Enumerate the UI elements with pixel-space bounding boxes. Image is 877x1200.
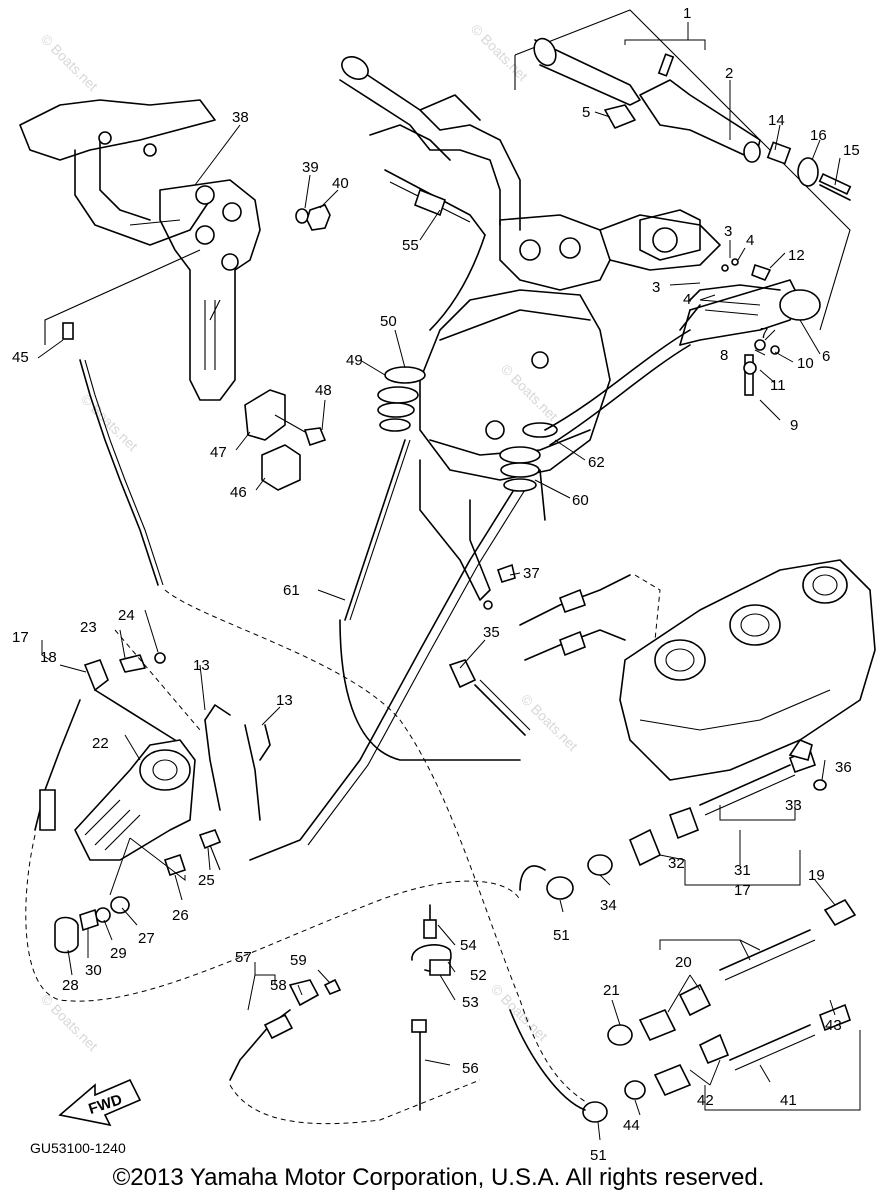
clip-set: [411, 904, 452, 1111]
callout-labels: 1 2 5 14 16 15 38 39 40 3 4 12 3 4 7 6 8…: [12, 5, 860, 1164]
callout-18: 18: [40, 649, 57, 666]
throttle-cable: [62, 322, 601, 1111]
callout-16: 16: [810, 127, 827, 144]
callout-41: 41: [780, 1092, 797, 1109]
pedal-assembly: [19, 99, 261, 401]
callout-9: 9: [790, 417, 798, 434]
callout-27: 27: [138, 930, 155, 947]
callout-51b: 51: [590, 1147, 607, 1164]
callout-11: 11: [770, 377, 786, 394]
callout-17a: 17: [12, 629, 29, 646]
callout-20: 20: [675, 954, 692, 971]
callout-47: 47: [210, 444, 227, 461]
callout-4a: 4: [746, 232, 754, 249]
callout-61: 61: [283, 582, 300, 599]
callout-25: 25: [198, 872, 215, 889]
callout-13b: 13: [276, 692, 293, 709]
watermark: © Boats.net: [518, 691, 581, 754]
callout-2: 2: [725, 65, 733, 82]
watermark: © Boats.net: [488, 981, 551, 1044]
callout-3a: 3: [724, 223, 732, 240]
callout-46: 46: [230, 484, 247, 501]
callout-33: 33: [785, 797, 802, 814]
washer-nut: [295, 204, 331, 231]
callout-34: 34: [600, 897, 617, 914]
carburetor-assembly: [519, 559, 876, 781]
callout-50: 50: [380, 313, 397, 330]
callout-51a: 51: [553, 927, 570, 944]
callout-13a: 13: [193, 657, 210, 674]
callout-37: 37: [523, 565, 540, 582]
throttle-lever: [639, 209, 821, 396]
choke-cable: [339, 169, 521, 761]
sensor-assembly: [229, 978, 481, 1125]
callout-56: 56: [462, 1060, 479, 1077]
callout-48: 48: [315, 382, 332, 399]
steering-cable: [249, 329, 691, 861]
leader-lines: [37, 22, 861, 1141]
callout-35: 35: [483, 624, 500, 641]
callout-1: 1: [683, 5, 691, 22]
control-bracket: [34, 652, 196, 861]
callout-30: 30: [85, 962, 102, 979]
callout-19: 19: [808, 867, 825, 884]
callout-24: 24: [118, 607, 135, 624]
callout-15: 15: [843, 142, 860, 159]
callout-45: 45: [12, 349, 29, 366]
bracket-set: [244, 389, 327, 491]
lower-cable-set: [509, 739, 857, 1123]
left-grip: [533, 37, 852, 201]
callout-3b: 3: [652, 279, 660, 296]
callout-38: 38: [232, 109, 249, 126]
callout-42: 42: [697, 1092, 714, 1109]
callout-29: 29: [110, 945, 127, 962]
callout-49: 49: [346, 352, 363, 369]
callout-60: 60: [572, 492, 589, 509]
handlebar-assembly: [339, 9, 851, 601]
callout-28: 28: [62, 977, 79, 994]
callout-23: 23: [80, 619, 97, 636]
callout-7: 7: [760, 325, 768, 342]
reference-code: GU53100-1240: [30, 1140, 126, 1156]
callout-54: 54: [460, 937, 477, 954]
callout-26: 26: [172, 907, 189, 924]
callout-12: 12: [788, 247, 805, 264]
callout-36: 36: [835, 759, 852, 776]
watermark: © Boats.net: [78, 391, 141, 454]
callout-4b: 4: [683, 291, 691, 308]
callout-58: 58: [270, 977, 287, 994]
watermark: © Boats.net: [38, 31, 101, 94]
cable-end-parts: [448, 563, 531, 736]
callout-10: 10: [797, 355, 814, 372]
watermark: © Boats.net: [498, 361, 561, 424]
fastener-set: [54, 829, 222, 954]
callout-62: 62: [588, 454, 605, 471]
callout-43: 43: [825, 1017, 842, 1034]
callout-17b: 17: [734, 882, 751, 899]
callout-8: 8: [720, 347, 728, 364]
callout-57: 57: [235, 949, 252, 966]
callout-53: 53: [462, 994, 479, 1011]
callout-14: 14: [768, 112, 785, 129]
callout-22: 22: [92, 735, 109, 752]
callout-31: 31: [734, 862, 751, 879]
callout-52: 52: [470, 967, 487, 984]
callout-6: 6: [822, 348, 830, 365]
callout-55: 55: [402, 237, 419, 254]
callout-32: 32: [668, 855, 685, 872]
callout-21: 21: [603, 982, 620, 999]
callout-40: 40: [332, 175, 349, 192]
callout-39: 39: [302, 159, 319, 176]
callout-5: 5: [582, 104, 590, 121]
copyright-notice: ©2013 Yamaha Motor Corporation, U.S.A. A…: [112, 1164, 765, 1191]
callout-59: 59: [290, 952, 307, 969]
cable-pair: [204, 704, 271, 821]
callout-44: 44: [623, 1117, 640, 1134]
fwd-arrow-icon: FWD: [58, 1078, 142, 1127]
